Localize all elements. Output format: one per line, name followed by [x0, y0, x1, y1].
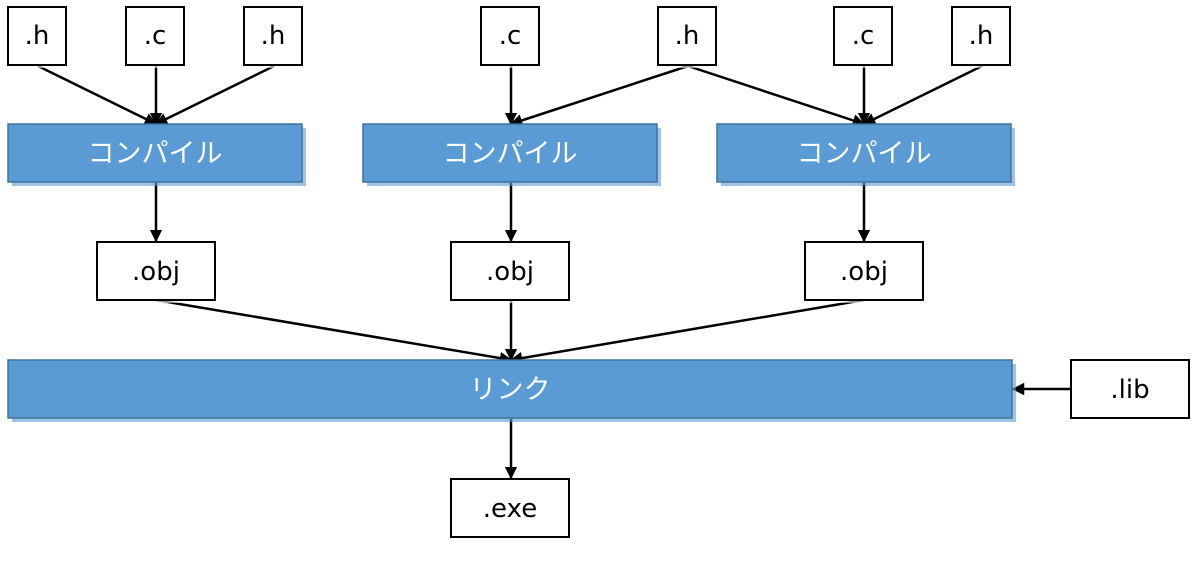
compile-label: コンパイル	[797, 139, 932, 170]
source-file-label: .c	[852, 21, 875, 51]
executable-file-label: .exe	[483, 494, 537, 524]
executable-file-node: .exe	[450, 478, 573, 541]
library-file-node: .lib	[1070, 359, 1193, 422]
object-file-label: .obj	[486, 257, 534, 287]
edges	[37, 64, 1071, 480]
object-file-node-1: .obj	[96, 241, 219, 303]
compile-node-2: コンパイル	[362, 123, 661, 186]
edge-obj-1-to-link	[155, 298, 513, 365]
edge-h2-to-compile-1	[154, 64, 275, 126]
compile-node-3: コンパイル	[716, 123, 1015, 186]
header-file-label: .h	[675, 21, 700, 51]
source-file-node-2: .c	[480, 6, 543, 68]
header-file-node-3: .h	[657, 6, 720, 68]
header-file-node-4: .h	[951, 6, 1014, 68]
library-file-label: .lib	[1110, 375, 1149, 405]
header-file-label: .h	[25, 21, 50, 51]
object-file-node-3: .obj	[804, 241, 927, 303]
header-file-node-1: .h	[7, 6, 70, 68]
source-file-label: .c	[144, 21, 167, 51]
edge-obj-3-to-link	[509, 298, 865, 365]
header-file-node-2: .h	[243, 6, 306, 68]
compile-label: コンパイル	[88, 139, 223, 170]
header-file-label: .h	[261, 21, 286, 51]
edge-h4-to-compile-3	[862, 64, 983, 126]
object-file-label: .obj	[840, 257, 888, 287]
edge-h3-to-compile-2	[509, 64, 689, 127]
source-file-label: .c	[499, 21, 522, 51]
object-file-node-2: .obj	[450, 241, 573, 303]
object-file-label: .obj	[132, 257, 180, 287]
source-file-node-1: .c	[125, 6, 188, 68]
edge-h3-to-compile-3	[687, 64, 866, 127]
source-file-node-3: .c	[833, 6, 896, 68]
compile-label: コンパイル	[443, 139, 578, 170]
compile-node-1: コンパイル	[7, 123, 306, 186]
link-label: リンク	[470, 375, 551, 406]
edge-h1-to-compile-1	[37, 64, 158, 126]
link-node: リンク	[7, 359, 1016, 422]
header-file-label: .h	[969, 21, 994, 51]
